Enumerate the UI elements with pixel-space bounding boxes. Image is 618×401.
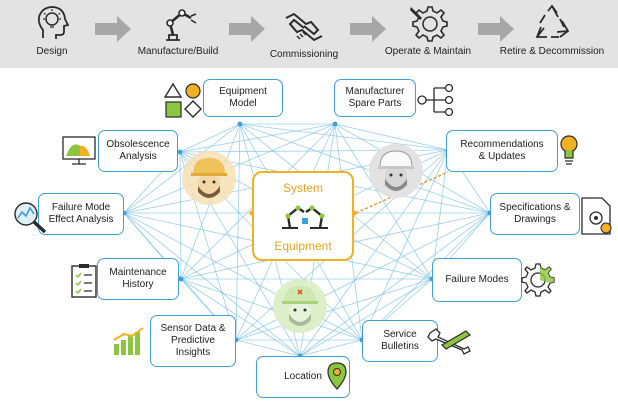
connection-line [179,123,241,153]
robot-arm-icon [166,9,197,41]
stage-commissioning-label: Commissioning [269,49,339,60]
stage-manufacture: Manufacture/Build [126,4,230,57]
robot-arms-icon [282,205,328,229]
connection-line [299,278,433,357]
connection-line [239,123,449,151]
node-service-bulletins-label: Service Bulletins [381,329,419,352]
system-equipment-box: System Equipment [252,171,354,261]
stage-manufacture-label: Manufacture/Build [137,46,219,57]
technician-avatar-icon [369,144,423,198]
wrench-screwdriver-icon [427,328,471,355]
node-equipment-model-label: Equipment Model [219,86,267,109]
node-obsolescence-label: Obsolescence Analysis [106,139,170,162]
connection-line [239,123,491,214]
blueprint-gear-icon [581,197,612,235]
node-failure-modes[interactable]: Failure Modes [432,258,522,302]
checklist-icon [71,264,97,298]
node-maintenance-history[interactable]: Maintenance History [97,258,179,300]
node-specifications-drawings[interactable]: Specifications & Drawings [490,193,580,235]
node-failure-modes-label: Failure Modes [445,274,509,285]
center-title-equipment: Equipment [274,239,332,253]
node-recommendations-updates[interactable]: Recommendations & Updates [446,130,558,172]
node-fmea-label: Failure Mode Effect Analysis [48,202,114,225]
connection-line [334,123,433,280]
connection-line [431,149,449,280]
stage-retire-label: Retire & Decommission [499,46,605,57]
node-recommendations-label: Recommendations & Updates [460,139,544,162]
node-sensor-data-label: Sensor Data & Predictive Insights [160,323,226,358]
connection-line [299,149,449,357]
arrow-right-icon [478,16,514,42]
stage-design: Design [20,4,84,57]
head-lightbulb-icon [37,6,70,39]
connector-dot [332,121,338,127]
node-specifications-label: Specifications & Drawings [499,202,571,225]
wrench-gear-icon [410,6,448,42]
stage-retire: Retire & Decommission [490,4,614,57]
node-obsolescence-analysis[interactable]: Obsolescence Analysis [98,130,178,172]
node-service-bulletins[interactable]: Service Bulletins [362,320,438,362]
connection-line [235,339,301,357]
engineer-avatar-icon [182,151,236,205]
stage-operate: Operate & Maintain [376,4,480,57]
connection-line [299,212,491,357]
connection-line [361,149,449,341]
arrow-right-icon [350,16,386,42]
stage-design-label: Design [36,46,68,57]
connector-dot [177,149,183,155]
monitor-chart-icon [62,136,96,165]
node-sensor-data-predictive-insights[interactable]: Sensor Data & Predictive Insights [150,315,236,367]
connection-line [299,339,363,357]
handshake-icon [285,12,323,42]
connection-line [235,278,433,341]
center-title-system: System [282,181,323,195]
shapes-icon [163,82,202,118]
connector-dot [237,121,243,127]
connection-line [123,212,301,357]
node-spare-parts-label: Manufacturer Spare Parts [345,86,405,109]
connection-line [179,151,182,280]
bar-chart-trend-icon [113,327,144,355]
arrow-right-icon [229,16,265,42]
connection-line [180,278,301,357]
connection-line [361,212,491,341]
hierarchy-tree-icon [417,83,454,117]
node-failure-mode-effect-analysis[interactable]: Failure Mode Effect Analysis [38,193,124,235]
connection-line [334,123,449,151]
stage-operate-label: Operate & Maintain [384,46,472,57]
arrow-right-icon [95,16,131,42]
connector-dot [178,276,184,282]
stage-commissioning: Commissioning [262,10,346,60]
connection-line [180,278,363,341]
connection-line [179,123,336,153]
node-location-label: Location [284,371,322,382]
node-manufacturer-spare-parts[interactable]: Manufacturer Spare Parts [334,79,416,117]
recycle-icon [535,4,570,38]
connection-line [235,123,241,341]
map-pin-icon [327,362,347,390]
operator-avatar-icon [273,279,327,333]
magnifier-data-icon [14,202,47,234]
node-equipment-model[interactable]: Equipment Model [203,79,283,117]
failure-gear-icon [521,263,555,297]
node-maintenance-label: Maintenance History [109,267,167,290]
connection-line [123,123,241,214]
lightbulb-icon [560,135,578,165]
